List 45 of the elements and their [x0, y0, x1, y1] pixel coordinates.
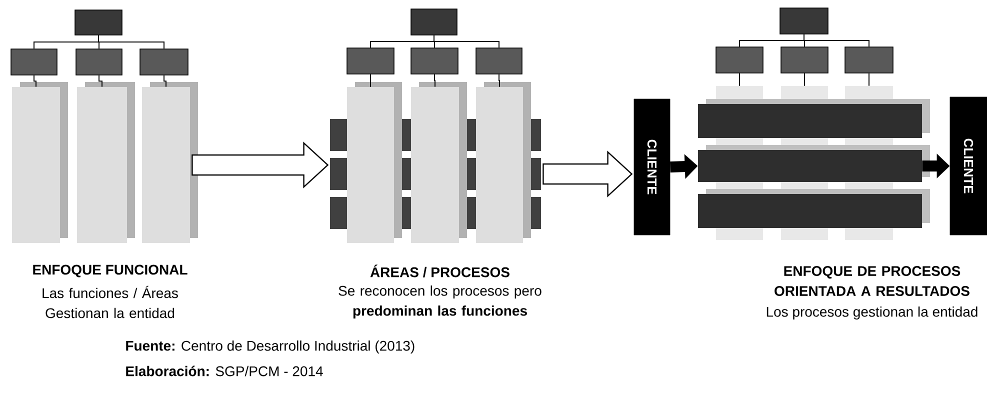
source-note: Fuente: Centro de Desarrollo Industrial (2013) [126, 340, 414, 354]
process-bar [698, 145, 930, 182]
client-box: CLIENTE [634, 98, 670, 236]
connector-line [739, 72, 740, 86]
connector-line [868, 72, 870, 86]
org-chart-box [410, 8, 458, 36]
connector-line [804, 72, 805, 86]
panel-heading: ENFOQUE FUNCIONAL [33, 264, 188, 278]
panel-heading: ENFOQUE DE PROCESOS ORIENTADA A RESULTADOS [774, 266, 970, 296]
org-chart-box [844, 46, 894, 74]
org-chart-box [780, 8, 828, 34]
org-chart-box [476, 48, 522, 74]
org-chart-box [780, 46, 828, 74]
org-chart-box [410, 48, 458, 74]
org-chart-box [716, 46, 764, 74]
function-column [411, 82, 467, 243]
client-box: CLIENTE [950, 96, 987, 236]
panel-heading: ÁREAS / PROCESOS [370, 264, 510, 278]
function-column [142, 82, 198, 243]
connector-line [98, 74, 102, 88]
panel-description: Los procesos gestionan la entidad [766, 306, 978, 320]
function-column [347, 82, 402, 243]
org-chart-box [140, 48, 188, 76]
connector-line [98, 34, 164, 50]
org-chart-box [10, 48, 58, 76]
org-chart-box [346, 48, 394, 74]
panel-description: Se reconocen los procesos pero predominan las funciones [338, 285, 542, 319]
transition-arrow [192, 142, 329, 188]
process-bar [698, 189, 930, 228]
org-chart-box [76, 48, 122, 76]
connector-line [370, 74, 371, 88]
connector-line [164, 74, 166, 88]
process-bar [698, 99, 930, 138]
function-column [476, 82, 531, 243]
connector-line [34, 74, 36, 88]
transition-arrow [542, 150, 633, 198]
connector-line [434, 34, 500, 48]
org-chart-box [74, 10, 122, 36]
connector-line [804, 34, 870, 48]
connector-line [434, 74, 436, 88]
source-note: Elaboración: SGP/PCM - 2014 [126, 366, 323, 376]
function-column [12, 82, 68, 243]
connector-line [498, 74, 500, 88]
function-column [77, 82, 135, 243]
panel-description: Las funciones / Áreas Gestionan la entidad [42, 286, 178, 318]
